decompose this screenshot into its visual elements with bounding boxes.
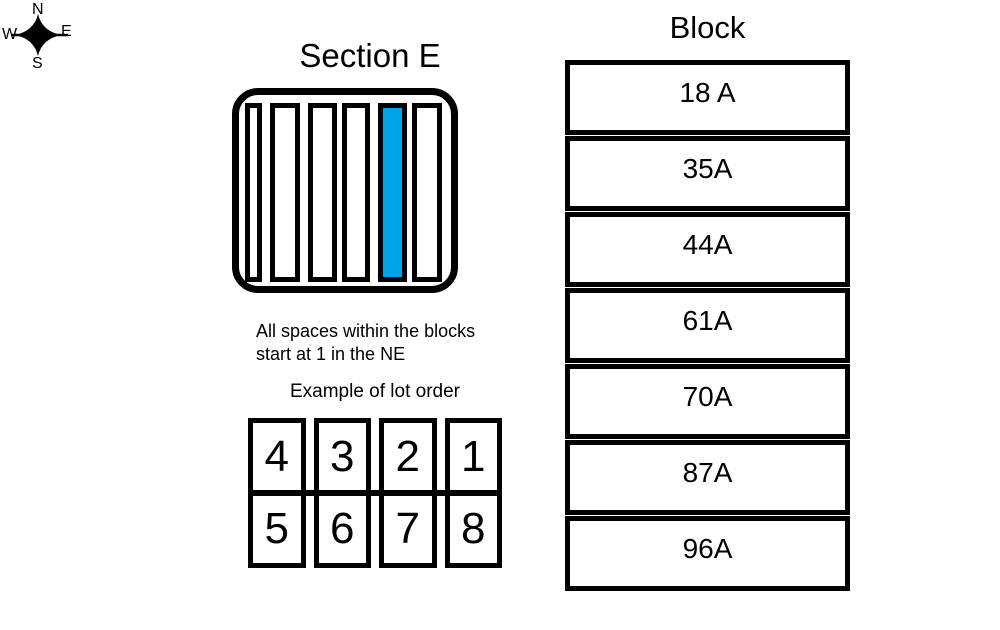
compass-rose: N W E S: [0, 0, 84, 84]
section-bar: [412, 103, 442, 282]
compass-north-label: N: [32, 1, 44, 18]
lot-order-cell: 3: [318, 423, 366, 495]
compass-star-icon: [12, 14, 68, 56]
lot-order-table: 4 5 3 6 2 7 1 8: [248, 418, 502, 568]
block-list-title: Block: [669, 10, 746, 45]
block-row: 18 A: [565, 60, 850, 135]
compass-east-label: E: [61, 23, 72, 40]
block-label: 70A: [682, 380, 733, 412]
block-label: 18 A: [679, 76, 736, 108]
section-bar: [308, 103, 337, 282]
lot-order-cell: 5: [264, 504, 289, 553]
block-row: 87A: [565, 440, 850, 515]
compass-south-label: S: [32, 55, 43, 72]
lot-order-cell: 7: [395, 504, 420, 553]
block-label: 96A: [682, 532, 733, 564]
lot-numbering-note: All spaces within the blocks start at 1 …: [256, 320, 475, 366]
block-row: 70A: [565, 364, 850, 439]
block-label: 44A: [682, 228, 733, 260]
lot-order-cell: 8: [461, 504, 486, 553]
lot-order-cell: 4: [253, 423, 301, 495]
block-label: 87A: [682, 456, 733, 488]
lot-order-cell: 2: [384, 423, 432, 495]
note-line-1: All spaces within the blocks: [256, 321, 476, 341]
block-row: 96A: [565, 516, 850, 591]
block-label: 61A: [682, 304, 733, 336]
section-e-map: [232, 88, 458, 293]
note-line-2: start at 1 in the NE: [256, 344, 406, 364]
compass-west-label: W: [2, 26, 18, 43]
section-bar-highlighted: [378, 103, 407, 282]
section-bar: [245, 103, 262, 282]
lot-order-column: 2 7: [379, 418, 437, 568]
lot-order-column: 1 8: [444, 418, 502, 568]
block-row: 61A: [565, 288, 850, 363]
section-bar: [270, 103, 300, 282]
block-label: 35A: [682, 152, 733, 184]
lot-order-cell: 6: [330, 504, 355, 553]
lot-order-cell: 1: [449, 423, 497, 495]
lot-order-column: 3 6: [313, 418, 371, 568]
block-row: 44A: [565, 212, 850, 287]
lot-order-column: 4 5: [248, 418, 306, 568]
section-title: Section E: [299, 37, 441, 74]
block-list: 18 A 35A 44A 61A 70A 87A 96A: [565, 60, 850, 592]
section-bar: [342, 103, 370, 282]
block-row: 35A: [565, 136, 850, 211]
lot-order-title: Example of lot order: [289, 381, 461, 402]
